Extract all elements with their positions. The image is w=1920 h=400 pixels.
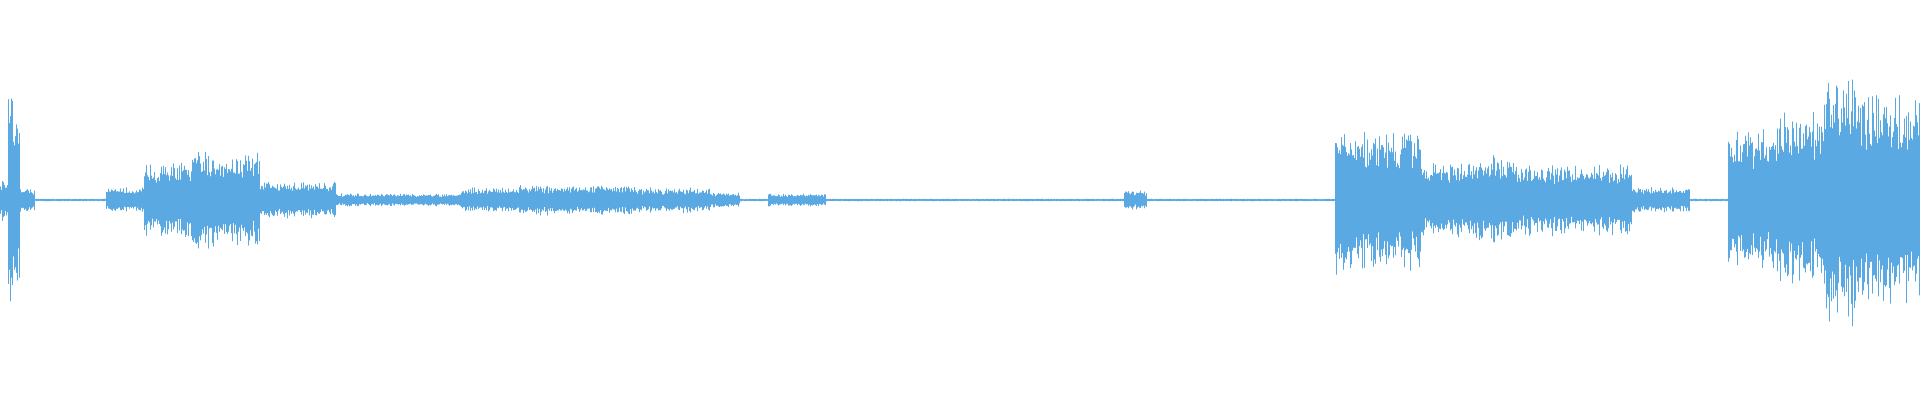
waveform-bars xyxy=(0,79,1920,327)
